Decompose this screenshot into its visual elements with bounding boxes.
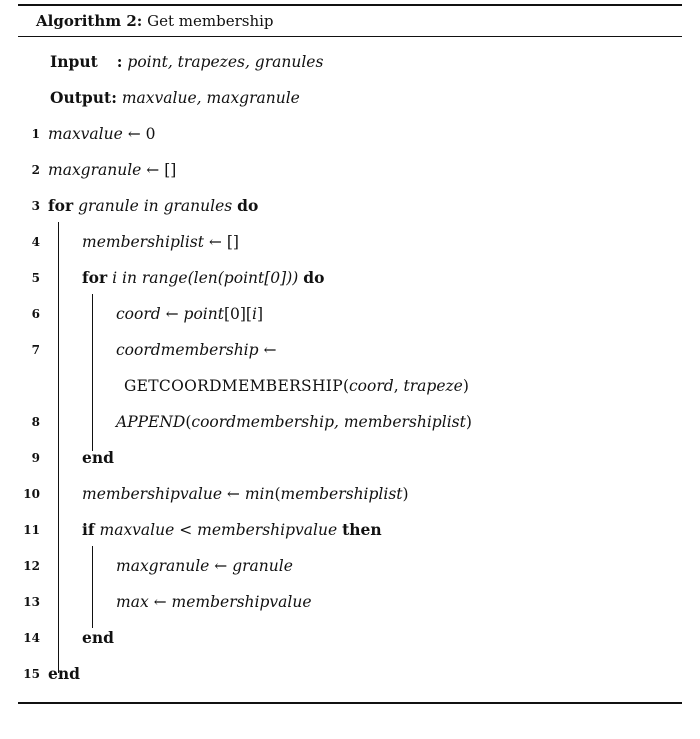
function-name: GETCOORDMEMBERSHIP [124,377,343,395]
assignment: ← [148,593,172,611]
code-line: end [82,448,114,468]
algorithm-block: Algorithm 2: Get membership Input : poin… [18,0,682,739]
keyword-then: then [342,520,382,539]
code-line: membershipvalue ← min(membershiplist) [82,484,409,504]
top-rule [18,4,682,6]
line-number: 11 [23,523,40,537]
assignment: ← 0 [122,125,156,143]
line-number: 9 [31,451,40,465]
keyword-if: if [82,520,95,539]
algorithm-title: Algorithm 2: Get membership [36,12,274,30]
variable: membershipvalue [82,485,222,503]
outer-loop-bar [58,222,59,673]
assignment: ← [222,485,245,503]
assignment: ← [] [204,233,239,251]
code-line: maxvalue ← 0 [48,124,156,144]
variable: point [183,305,224,323]
keyword-do: do [237,196,259,215]
variable: membershipvalue [171,593,312,611]
line-number: 8 [31,415,40,429]
code-line: maxgranule ← [] [48,160,176,180]
variable: membershiplist [82,233,204,251]
assignment: ← [160,305,184,323]
variable: i [251,305,257,323]
paren-close: ) [402,485,409,503]
line-number: 1 [31,127,40,141]
output-value: maxvalue, maxgranule [121,89,300,107]
line-number: 4 [31,235,40,249]
if-bar [92,546,93,628]
code-line: APPEND(coordmembership, membershiplist) [116,412,472,432]
code-line: end [82,628,114,648]
code-line: if maxvalue < membershipvalue then [82,520,382,540]
keyword-for: for [48,196,74,215]
line-number: 5 [31,271,40,285]
algorithm-label: Algorithm 2: [36,12,143,30]
code-line: membershiplist ← [] [82,232,239,252]
input-separator: : [116,52,123,71]
keyword-for: for [82,268,108,287]
variable: max [116,593,149,611]
line-number: 13 [23,595,40,609]
paren-close: ) [465,413,472,431]
algorithm-name: Get membership [147,12,274,30]
variable: maxgranule [48,161,142,179]
line-number: 14 [23,631,40,645]
keyword-do: do [303,268,325,287]
argument: trapeze [403,377,463,395]
loop-expression: granule in granules [78,197,233,215]
line-number: 15 [23,667,40,681]
code-line: for i in range(len(point[0])) do [82,268,324,288]
bottom-rule [18,702,682,704]
line-number: 12 [23,559,40,573]
keyword-end: end [82,448,114,467]
keyword-end: end [48,664,80,683]
variable: coordmembership [116,341,259,359]
input-value: point, trapezes, granules [127,53,324,71]
variable: maxgranule [116,557,210,575]
comma: , [393,377,404,395]
condition: maxvalue < membershipvalue [99,521,338,539]
code-line: for granule in granules do [48,196,258,216]
function-name: APPEND [116,413,186,431]
line-number: 6 [31,307,40,321]
loop-expression: i in range(len(point[0])) [112,269,299,287]
variable: granule [232,557,293,575]
output-line: Output: maxvalue, maxgranule [50,88,300,108]
code-line: max ← membershipvalue [116,592,312,612]
keyword-end: end [82,628,114,647]
argument: coord [349,377,394,395]
paren-open: ( [185,413,192,431]
index-close: ] [256,305,264,323]
input-line: Input : point, trapezes, granules [50,52,323,72]
function-name: min [244,485,275,503]
line-number: 2 [31,163,40,177]
inner-loop-bar [92,294,93,451]
arguments: coordmembership, membershiplist [191,413,466,431]
line-number: 10 [23,487,40,501]
variable: coord [116,305,161,323]
variable: maxvalue [48,125,123,143]
assignment: ← [258,341,277,359]
paren-close: ) [462,377,469,395]
output-label: Output: [50,88,117,107]
input-label: Input [50,52,98,71]
line-number: 7 [31,343,40,357]
code-line: end [48,664,80,684]
code-line: maxgranule ← granule [116,556,293,576]
code-line: coordmembership ← [116,340,277,360]
index: [0][ [223,305,252,323]
code-line-continuation: GETCOORDMEMBERSHIP(coord, trapeze) [124,376,469,396]
code-line: coord ← point[0][i] [116,304,263,324]
assignment: ← [] [141,161,177,179]
title-rule [18,36,682,37]
assignment: ← [209,557,233,575]
argument: membershiplist [280,485,403,503]
paren-open: ( [274,485,281,503]
paren-open: ( [342,377,349,395]
line-number: 3 [31,199,40,213]
